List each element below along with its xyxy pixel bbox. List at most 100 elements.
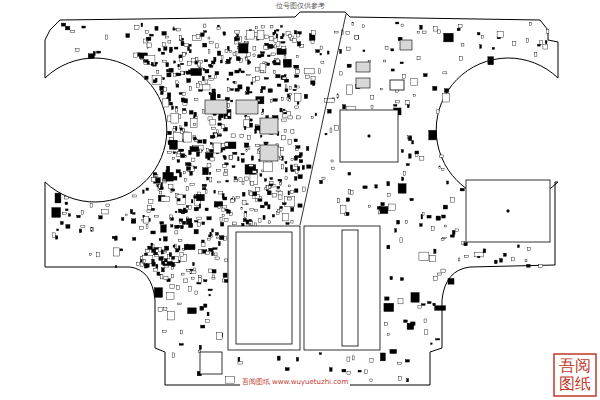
smd-part xyxy=(264,78,268,80)
smd-part xyxy=(179,115,181,119)
smd-part xyxy=(405,101,409,105)
smd-part xyxy=(289,86,291,89)
smd-part xyxy=(401,24,403,26)
smd-part xyxy=(183,279,187,283)
smd-part xyxy=(203,110,205,114)
smd-part xyxy=(261,26,264,28)
smd-part xyxy=(130,209,132,213)
smd-part xyxy=(299,160,303,163)
smd-part xyxy=(81,210,84,214)
smd-part xyxy=(395,229,397,233)
connector-inner xyxy=(342,230,358,346)
smd-part xyxy=(284,129,286,132)
smd-part xyxy=(264,46,268,50)
smd-part xyxy=(288,185,290,187)
smd-part xyxy=(252,78,255,82)
smd-part xyxy=(152,75,161,84)
smd-part xyxy=(397,220,400,224)
smd-part xyxy=(444,89,448,93)
smd-part xyxy=(214,190,216,193)
smd-part xyxy=(256,144,260,146)
smd-part xyxy=(179,36,181,40)
smd-part xyxy=(377,207,381,210)
smd-part xyxy=(347,371,350,374)
smd-part xyxy=(457,28,460,30)
smd-part xyxy=(90,204,92,208)
smd-part xyxy=(281,26,283,28)
smd-part xyxy=(168,152,172,154)
smd-part xyxy=(223,273,227,277)
smd-part xyxy=(231,100,233,102)
smd-part xyxy=(409,154,412,158)
smd-part xyxy=(120,249,123,251)
smd-part xyxy=(274,30,276,34)
smd-part xyxy=(251,156,253,160)
smd-part xyxy=(254,209,257,211)
smd-part xyxy=(204,280,207,282)
smd-part xyxy=(290,191,293,194)
smd-part xyxy=(57,229,59,231)
smd-part xyxy=(355,35,359,39)
smd-part xyxy=(173,353,175,357)
smd-part xyxy=(293,89,296,91)
smd-part xyxy=(271,53,275,55)
smd-part xyxy=(512,42,516,46)
smd-part xyxy=(347,64,351,67)
smd-part xyxy=(207,163,211,167)
smd-part xyxy=(161,197,170,202)
smd-part xyxy=(512,257,515,261)
smd-part xyxy=(253,192,257,196)
smd-part xyxy=(370,379,372,382)
smd-part xyxy=(140,226,144,230)
smd-part xyxy=(176,170,180,173)
smd-part xyxy=(535,52,537,56)
smd-part xyxy=(343,105,346,109)
smd-part xyxy=(193,263,195,266)
smd-part xyxy=(280,148,283,151)
smd-part xyxy=(186,270,190,272)
smd-part xyxy=(253,46,256,50)
smd-part xyxy=(260,174,262,177)
smd-part xyxy=(62,213,66,215)
smd-part xyxy=(348,172,351,175)
smd-part xyxy=(230,89,233,91)
smd-part xyxy=(284,75,286,77)
smd-part xyxy=(155,26,158,30)
smd-part xyxy=(280,108,282,112)
smd-part xyxy=(249,123,252,127)
smd-part xyxy=(179,55,182,58)
inductor xyxy=(236,100,258,114)
smd-part xyxy=(380,353,385,361)
smd-part xyxy=(153,269,157,272)
smd-part xyxy=(282,165,284,169)
smd-part xyxy=(219,236,223,240)
smd-part xyxy=(539,264,543,267)
smd-part xyxy=(151,62,153,65)
smd-part xyxy=(239,58,243,62)
smd-part xyxy=(276,29,278,31)
smd-part xyxy=(133,53,137,57)
smd-part xyxy=(349,190,351,194)
smd-part xyxy=(176,152,180,156)
smd-part xyxy=(437,110,439,114)
smd-part xyxy=(160,192,162,194)
smd-part xyxy=(223,155,226,157)
smd-part xyxy=(526,39,528,43)
smd-part xyxy=(249,91,252,93)
smd-part xyxy=(439,155,443,157)
smd-part xyxy=(212,277,215,279)
smd-part xyxy=(197,282,201,284)
smd-part xyxy=(378,211,380,214)
smd-part xyxy=(201,325,205,328)
smd-part xyxy=(247,167,249,170)
seal-border xyxy=(554,354,596,396)
smd-part xyxy=(424,319,426,322)
smd-part xyxy=(398,184,406,193)
smd-part xyxy=(64,196,68,199)
smd-part xyxy=(202,240,205,242)
smd-part xyxy=(165,36,169,38)
smd-part xyxy=(274,45,276,48)
smd-part xyxy=(444,33,454,42)
smd-part xyxy=(217,169,221,171)
smd-part xyxy=(368,205,370,207)
